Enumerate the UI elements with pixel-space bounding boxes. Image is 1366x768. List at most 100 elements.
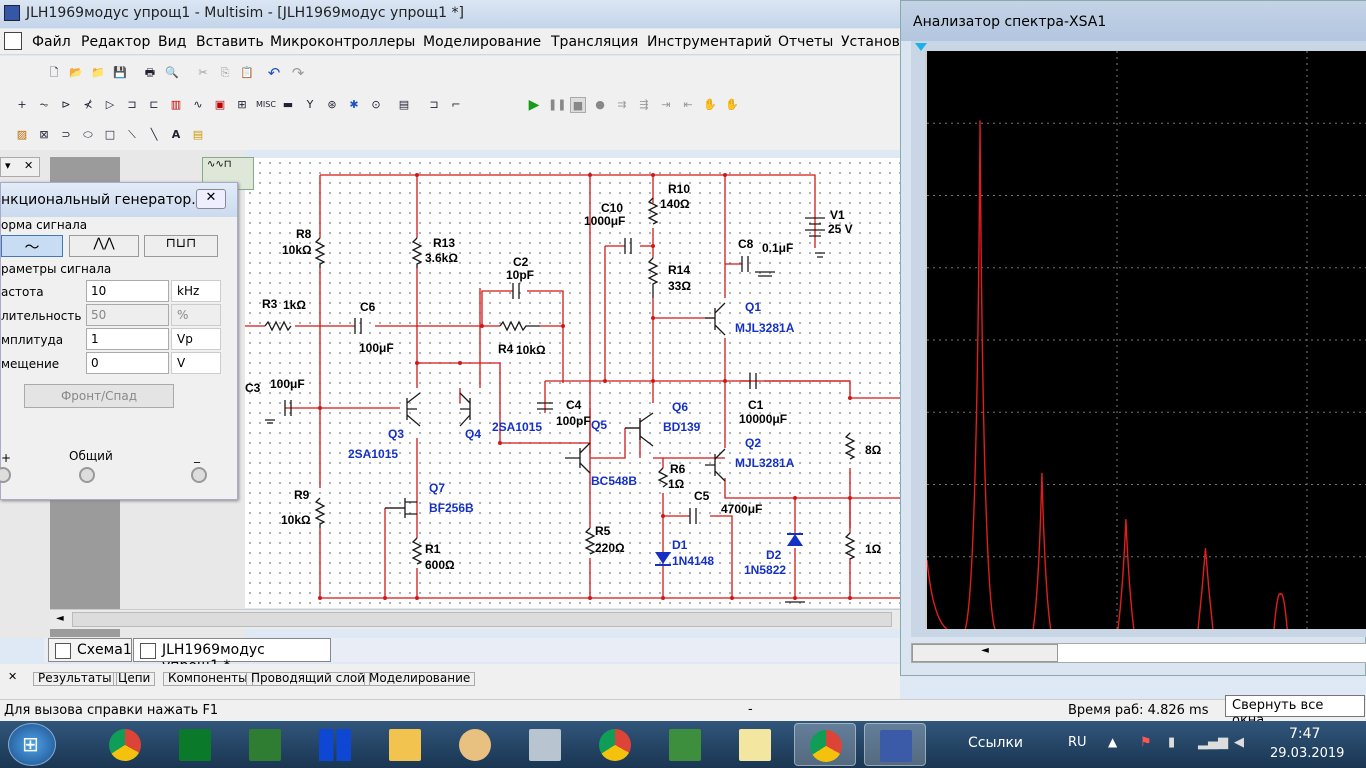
tab-components[interactable]: Компоненты (163, 672, 253, 686)
rise-fall-button[interactable]: Фронт/Спад (24, 384, 174, 408)
misc-icon[interactable]: MISC (256, 100, 276, 109)
cursor-marker-icon[interactable] (915, 43, 927, 51)
amplitude-unit[interactable]: Vp (171, 328, 221, 350)
plus-terminal[interactable] (0, 467, 11, 483)
picture-icon[interactable]: ▨ (16, 128, 28, 141)
tab-jlh1969[interactable]: JLH1969модус упрощ1 * (133, 638, 331, 674)
menu-reports[interactable]: Отчеты (778, 34, 834, 50)
scroll-left-icon[interactable]: ◄ (56, 613, 64, 624)
indicator-icon[interactable]: ▣ (214, 98, 226, 111)
arc-icon[interactable]: ⊃ (61, 128, 71, 141)
triangle-wave-button[interactable]: ⋀⋀ (69, 235, 139, 257)
multisim-app-icon[interactable] (4, 5, 20, 21)
line-icon[interactable]: ⟍ (128, 128, 136, 141)
diode-icon[interactable]: ⊳ (61, 98, 71, 111)
stop-icon[interactable]: ■ (570, 97, 586, 113)
ellipse-icon[interactable]: ⬭ (83, 128, 93, 141)
mcu-icon[interactable]: ▥ (170, 98, 182, 111)
duty-input[interactable]: 50 (86, 304, 169, 326)
taskbar-calculator[interactable] (514, 723, 576, 766)
taskbar-cpu-tool[interactable] (234, 723, 296, 766)
taskbar-notepad[interactable] (724, 723, 786, 766)
analog-icon[interactable]: ▷ (105, 98, 115, 111)
save-icon[interactable]: 💾 (113, 66, 127, 79)
tab-results[interactable]: Результаты (33, 672, 117, 686)
polygon-icon[interactable]: ⊠ (39, 128, 49, 141)
taskbar-chrome-3[interactable] (794, 723, 856, 766)
schematic-canvas[interactable] (245, 158, 900, 608)
menu-simulate[interactable]: Моделирование (423, 34, 542, 50)
square-wave-button[interactable]: ⊓⊔⊓ (144, 235, 218, 257)
cmos-icon[interactable]: ⊏ (149, 98, 159, 111)
rectangle-icon[interactable]: □ (104, 128, 116, 141)
menu-mcu[interactable]: Микроконтроллеры (270, 34, 416, 50)
probe-icon[interactable]: ● (595, 98, 605, 111)
open-sample-icon[interactable]: 📁 (91, 66, 105, 79)
ni-icon[interactable]: ✱ (349, 98, 359, 111)
menu-tools[interactable]: Инструментарий (647, 34, 772, 50)
step-into-icon[interactable]: ⇶ (639, 98, 649, 111)
common-terminal[interactable] (79, 467, 95, 483)
language-indicator[interactable]: RU (1068, 735, 1087, 750)
sine-wave-button[interactable]: 〜 (1, 235, 63, 257)
tab-nets[interactable]: Цепи (113, 672, 156, 686)
copy-icon[interactable]: ⎘ (220, 66, 230, 79)
open-icon[interactable]: 📂 (69, 66, 83, 79)
action-center-icon[interactable]: ⚑ (1140, 735, 1152, 750)
transistor-icon[interactable]: ⊀ (83, 98, 93, 111)
rf-icon[interactable]: Y (306, 98, 314, 111)
power-icon[interactable]: ⊞ (237, 98, 247, 111)
undo-icon[interactable]: ↶ (267, 64, 281, 82)
tray-expand-icon[interactable]: ▲ (1108, 735, 1118, 749)
hierarchical-icon[interactable]: ▤ (398, 98, 410, 111)
step-icon[interactable]: ⇉ (617, 98, 627, 111)
cut-icon[interactable]: ✂ (198, 66, 208, 79)
menu-transfer[interactable]: Трансляция (551, 34, 639, 50)
comment-icon[interactable]: ▤ (192, 128, 204, 141)
electromechanical-icon[interactable]: ⊛ (327, 98, 337, 111)
menu-file[interactable]: Файл (32, 34, 71, 50)
panel-pin-icon[interactable]: ▾ (5, 159, 11, 172)
step-out-icon[interactable]: ⇤ (683, 98, 693, 111)
power-icon[interactable]: ▮ (1168, 735, 1176, 750)
clock-date[interactable]: 29.03.2019 (1270, 746, 1345, 761)
advanced-icon[interactable]: ▬ (282, 98, 294, 111)
step-over-icon[interactable]: ⇥ (661, 98, 671, 111)
canvas-hscrollbar[interactable]: ◄ (50, 609, 900, 629)
redo-icon[interactable]: ↷ (291, 64, 305, 82)
print-icon[interactable]: 🖶 (144, 66, 156, 79)
menu-edit[interactable]: Редактор (81, 34, 151, 50)
amplitude-input[interactable]: 1 (86, 328, 169, 350)
line2-icon[interactable]: ╲ (150, 128, 158, 141)
run-icon[interactable]: ▶ (528, 97, 540, 113)
taskbar-amd[interactable] (164, 723, 226, 766)
sa-scrollbar[interactable]: ◄ (911, 643, 1366, 663)
offset-unit[interactable]: V (171, 352, 221, 374)
document-icon[interactable] (4, 32, 22, 50)
network-icon[interactable]: ▂▄▆ (1198, 735, 1228, 750)
mixed-icon[interactable]: ∿ (193, 98, 203, 111)
taskbar-paint[interactable] (444, 723, 506, 766)
taskbar-multisim[interactable] (864, 723, 926, 766)
spreadsheet-close-icon[interactable]: ✕ (8, 670, 18, 683)
clock-time[interactable]: 7:47 (1289, 726, 1321, 742)
panel-close-icon[interactable]: ✕ (24, 159, 34, 172)
text-icon[interactable]: A (171, 128, 181, 141)
volume-icon[interactable]: ◀ (1234, 735, 1244, 750)
links-toolbar[interactable]: Ссылки (968, 735, 1024, 751)
taskbar-chrome-2[interactable] (584, 723, 646, 766)
sa-scroll-left-button[interactable]: ◄ (912, 644, 1058, 662)
frequency-input[interactable]: 10 (86, 280, 169, 302)
pause-icon[interactable]: ❚❚ (548, 98, 567, 111)
start-button[interactable]: ⊞ (8, 723, 56, 766)
connector-icon[interactable]: ⊙ (371, 98, 381, 111)
paste-icon[interactable]: 📋 (240, 66, 254, 79)
source-icon[interactable]: + (17, 98, 27, 111)
breakpoint-icon[interactable]: ✋ (703, 98, 717, 111)
menu-options[interactable]: Установ (841, 34, 900, 50)
wire-icon[interactable]: ⌐ (451, 98, 461, 111)
scroll-thumb[interactable] (72, 612, 892, 627)
menu-view[interactable]: Вид (158, 34, 187, 50)
bus-icon[interactable]: ⊐ (429, 98, 439, 111)
offset-input[interactable]: 0 (86, 352, 169, 374)
